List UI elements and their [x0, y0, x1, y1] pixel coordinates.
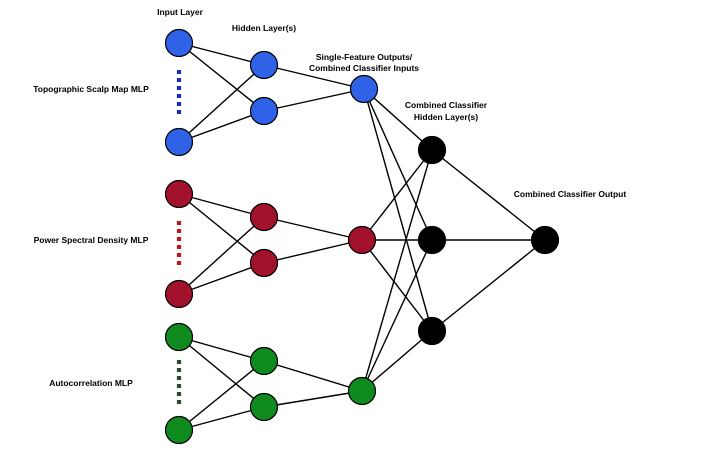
mlp-1-input-node-bottom	[164, 127, 194, 157]
edge-mlp-2-input-node-bottom-to-mlp-2-hidden-node-top	[178, 216, 265, 295]
edge-mlp-1-input-node-bottom-to-mlp-1-hidden-node-bottom	[178, 110, 265, 143]
edge-mlp-2-input-node-top-to-mlp-2-hidden-node-bottom	[178, 193, 265, 264]
mlp-2-name-label: Power Spectral Density MLP	[34, 235, 149, 245]
mlp-1-nodes	[164, 28, 379, 157]
mlp-2-hidden-node-top	[249, 202, 279, 232]
edge-mlp-1-output-node-to-combined-hidden-node-bottom	[363, 88, 433, 332]
edge-mlp-1-output-node-to-combined-hidden-node-middle	[363, 88, 433, 241]
combined-classifier-label: Combined Classifier	[405, 100, 488, 110]
mlp-1-hidden-node-top	[249, 50, 279, 80]
combined-hidden-node-middle	[417, 225, 447, 255]
edge-mlp-1-input-node-bottom-to-mlp-1-hidden-node-top	[178, 64, 265, 143]
mlp-2-input-node-top	[164, 179, 194, 209]
mlp-3-hidden-node-top	[249, 346, 279, 376]
edge-combined-hidden-node-top-to-combined-output-node	[431, 149, 546, 241]
mlp-1-name-label: Topographic Scalp Map MLP	[33, 84, 149, 94]
edge-mlp-3-hidden-node-top-to-mlp-3-output-node	[263, 360, 363, 392]
single-feature-outputs-label: Single-Feature Outputs/	[316, 52, 413, 62]
edge-mlp-1-input-node-top-to-mlp-1-hidden-node-top	[178, 42, 265, 66]
edge-mlp-2-input-node-bottom-to-mlp-2-hidden-node-bottom	[178, 262, 265, 295]
mlp-3-nodes	[164, 322, 377, 445]
combined-hidden-node-bottom	[417, 316, 447, 346]
mlp-3-input-node-top	[164, 322, 194, 352]
mlp-3-output-node	[347, 376, 377, 406]
edge-mlp-2-output-node-to-combined-hidden-node-bottom	[361, 239, 433, 332]
mlp-1-output-node	[349, 74, 379, 104]
mlp-2-output-node	[347, 225, 377, 255]
edge-mlp-3-output-node-to-combined-hidden-node-top	[361, 149, 433, 392]
edge-mlp-3-input-node-top-to-mlp-3-hidden-node-top	[178, 336, 265, 362]
combined-classifier-nodes	[417, 135, 560, 346]
mlp-2-nodes	[164, 179, 377, 309]
edge-mlp-1-output-node-to-combined-hidden-node-top	[363, 88, 433, 151]
mlp-3-hidden-node-bottom	[249, 392, 279, 422]
edge-mlp-2-hidden-node-top-to-mlp-2-output-node	[263, 216, 363, 241]
edge-mlp-2-output-node-to-combined-hidden-node-top	[361, 149, 433, 241]
edge-combined-hidden-node-bottom-to-combined-output-node	[431, 239, 546, 332]
combined-hidden-layers-label: Hidden Layer(s)	[414, 112, 478, 122]
edge-mlp-1-hidden-node-top-to-mlp-1-output-node	[263, 64, 365, 90]
edge-mlp-2-input-node-top-to-mlp-2-hidden-node-top	[178, 193, 265, 218]
edge-mlp-2-hidden-node-bottom-to-mlp-2-output-node	[263, 239, 363, 264]
edge-mlp-3-input-node-top-to-mlp-3-hidden-node-bottom	[178, 336, 265, 408]
combined-classifier-output-label: Combined Classifier Output	[514, 189, 627, 199]
edge-mlp-3-output-node-to-combined-hidden-node-middle	[361, 239, 433, 392]
combined-output-node	[530, 225, 560, 255]
edge-mlp-3-input-node-bottom-to-mlp-3-hidden-node-bottom	[178, 406, 265, 431]
edge-mlp-1-hidden-node-bottom-to-mlp-1-output-node	[263, 88, 365, 112]
combined-hidden-node-top	[417, 135, 447, 165]
edge-mlp-1-input-node-top-to-mlp-1-hidden-node-bottom	[178, 42, 265, 112]
mlp-2-input-node-bottom	[164, 279, 194, 309]
mlp-3-input-node-bottom	[164, 415, 194, 445]
combined-classifier-inputs-label: Combined Classifier Inputs	[309, 63, 419, 73]
edge-mlp-3-output-node-to-combined-hidden-node-bottom	[361, 330, 433, 392]
input-layer-label: Input Layer	[157, 7, 204, 17]
labels: Input Layer Hidden Layer(s) Single-Featu…	[33, 7, 626, 388]
mlp-1-input-node-top	[164, 28, 194, 58]
mlp-3-name-label: Autocorrelation MLP	[49, 378, 133, 388]
hidden-layers-label: Hidden Layer(s)	[232, 23, 296, 33]
edge-mlp-3-hidden-node-bottom-to-mlp-3-output-node	[263, 390, 363, 408]
edge-mlp-3-input-node-bottom-to-mlp-3-hidden-node-top	[178, 360, 265, 431]
mlp-2-hidden-node-bottom	[249, 248, 279, 278]
mlp-1-hidden-node-bottom	[249, 96, 279, 126]
